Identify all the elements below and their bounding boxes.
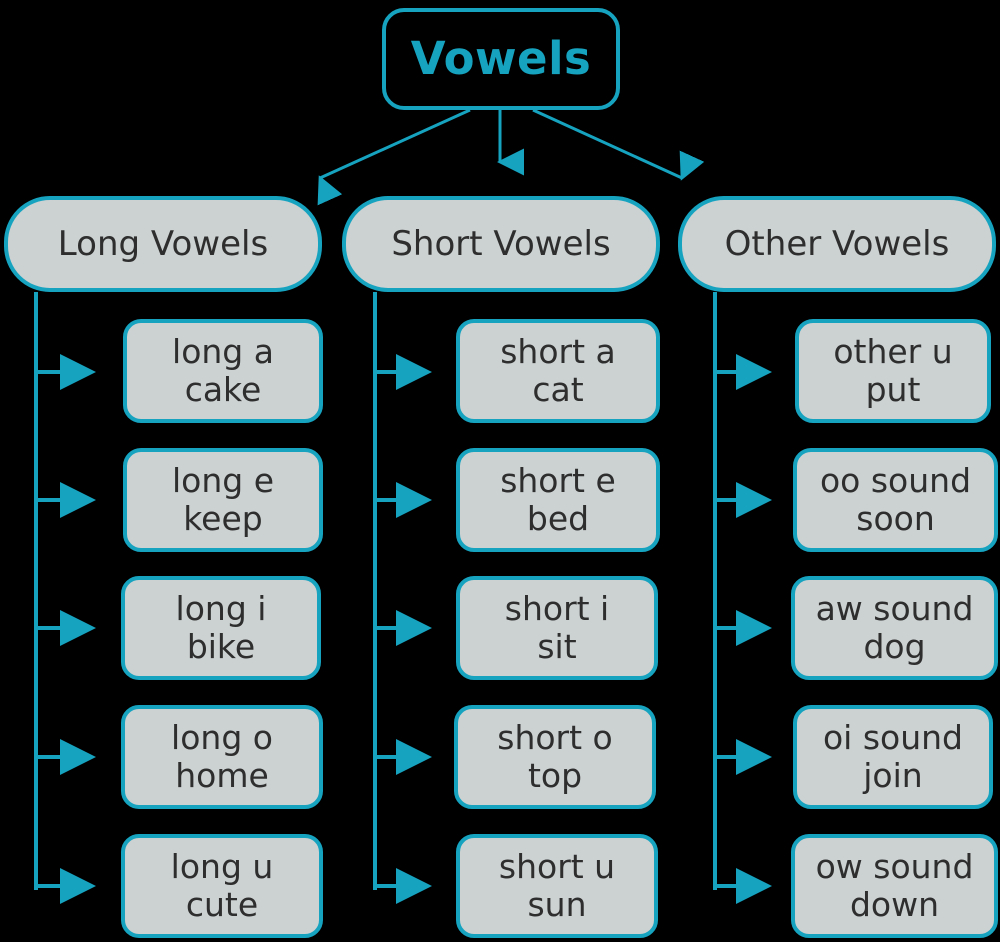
leaf-node-short-a[interactable]: short a cat bbox=[456, 319, 660, 423]
leaf-line-example: dog bbox=[863, 627, 926, 666]
leaf-line-primary: short u bbox=[498, 847, 616, 887]
leaf-node-aw-sound[interactable]: aw sound dog bbox=[791, 576, 998, 680]
leaf-line-primary: oo sound bbox=[819, 461, 972, 501]
leaf-line-primary: long i bbox=[175, 589, 267, 629]
leaf-line-example: down bbox=[849, 885, 940, 924]
leaf-line-example: sun bbox=[527, 885, 587, 924]
leaf-line-primary: short o bbox=[497, 718, 613, 758]
leaf-line-example: cat bbox=[532, 370, 584, 409]
leaf-line-primary: long a bbox=[172, 332, 274, 372]
leaf-line-primary: short e bbox=[500, 461, 616, 501]
leaf-node-long-a[interactable]: long a cake bbox=[123, 319, 323, 423]
category-label: Short Vowels bbox=[391, 223, 611, 264]
leaf-line-example: sit bbox=[537, 627, 577, 666]
root-node-vowels[interactable]: Vowels bbox=[382, 8, 620, 110]
leaf-node-oi-sound[interactable]: oi sound join bbox=[793, 705, 993, 809]
leaf-line-example: home bbox=[175, 756, 269, 795]
leaf-line-primary: short i bbox=[504, 589, 610, 629]
root-node-label: Vowels bbox=[410, 31, 592, 85]
leaf-line-example: cute bbox=[185, 885, 259, 924]
leaf-line-example: bike bbox=[186, 627, 256, 666]
leaf-node-long-u[interactable]: long u cute bbox=[121, 834, 323, 938]
leaf-line-primary: oi sound bbox=[822, 718, 963, 758]
leaf-line-example: keep bbox=[183, 499, 263, 538]
leaf-node-short-e[interactable]: short e bed bbox=[456, 448, 660, 552]
leaf-line-example: soon bbox=[856, 499, 935, 538]
leaf-line-primary: long u bbox=[170, 847, 274, 887]
leaf-node-oo-sound[interactable]: oo sound soon bbox=[793, 448, 998, 552]
leaf-line-example: cake bbox=[184, 370, 262, 409]
leaf-line-primary: ow sound bbox=[815, 847, 974, 887]
leaf-line-primary: long o bbox=[171, 718, 273, 758]
leaf-line-primary: long e bbox=[171, 461, 274, 501]
leaf-line-example: put bbox=[865, 370, 921, 409]
leaf-node-short-o[interactable]: short o top bbox=[454, 705, 656, 809]
category-node-other-vowels[interactable]: Other Vowels bbox=[678, 196, 996, 292]
category-node-long-vowels[interactable]: Long Vowels bbox=[4, 196, 322, 292]
leaf-node-ow-sound[interactable]: ow sound down bbox=[791, 834, 998, 938]
leaf-node-long-e[interactable]: long e keep bbox=[123, 448, 323, 552]
leaf-line-primary: aw sound bbox=[815, 589, 974, 629]
leaf-node-long-i[interactable]: long i bike bbox=[121, 576, 321, 680]
leaf-node-short-u[interactable]: short u sun bbox=[456, 834, 658, 938]
leaf-line-example: join bbox=[863, 756, 923, 795]
leaf-line-primary: other u bbox=[833, 332, 953, 372]
category-label: Long Vowels bbox=[57, 223, 269, 264]
category-label: Other Vowels bbox=[724, 223, 950, 264]
category-node-short-vowels[interactable]: Short Vowels bbox=[342, 196, 660, 292]
leaf-line-example: bed bbox=[526, 499, 590, 538]
leaf-node-short-i[interactable]: short i sit bbox=[456, 576, 658, 680]
leaf-node-long-o[interactable]: long o home bbox=[121, 705, 323, 809]
leaf-line-primary: short a bbox=[500, 332, 616, 372]
leaf-line-example: top bbox=[527, 756, 583, 795]
leaf-node-other-u[interactable]: other u put bbox=[795, 319, 991, 423]
